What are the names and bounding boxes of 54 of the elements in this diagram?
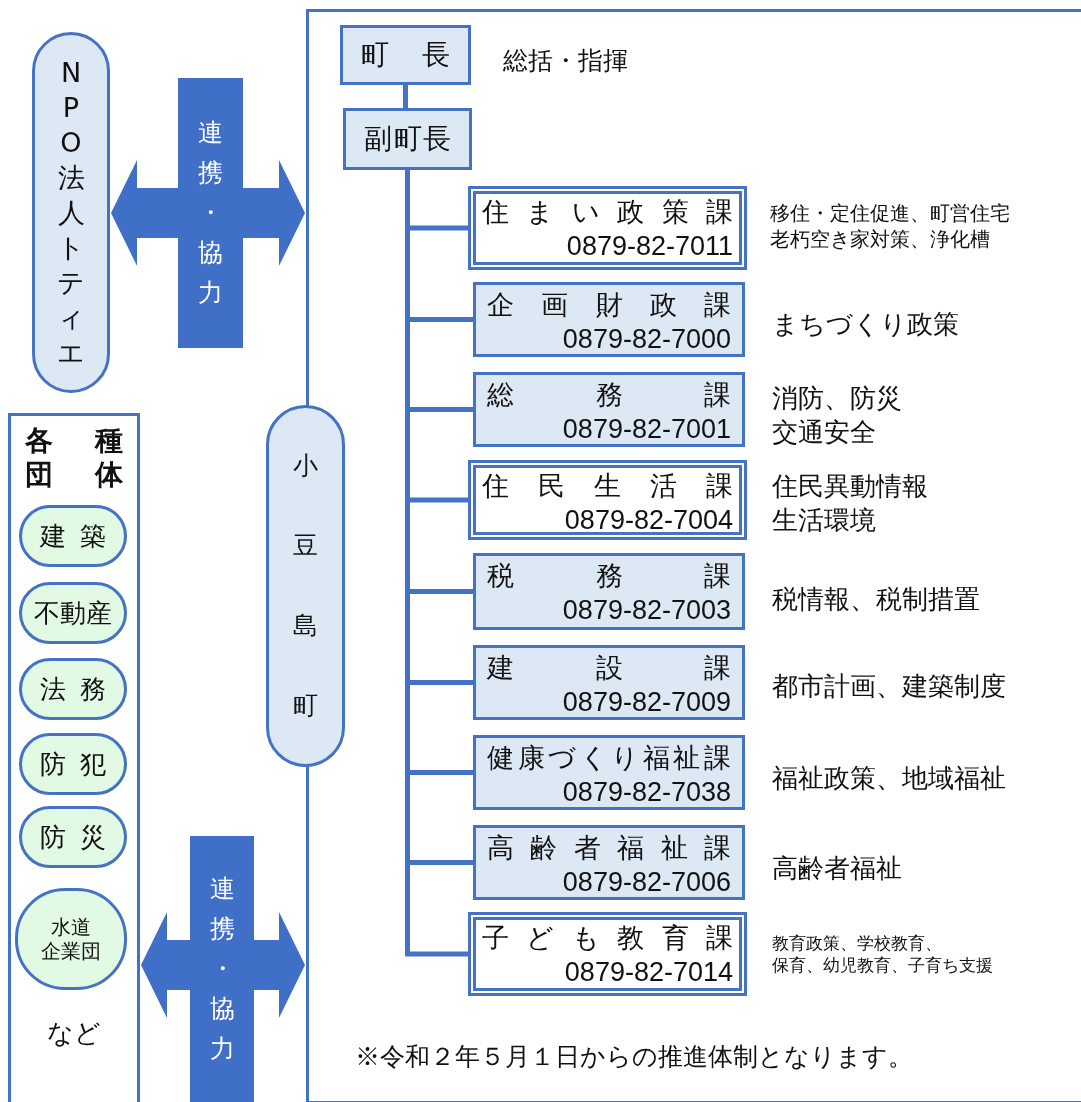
group-heading: 各種団体 — [25, 424, 123, 492]
rounded-box: 法務 — [19, 658, 127, 720]
rounded-box: 建築 — [19, 505, 127, 567]
rounded-box: NPO法人トティエ — [32, 32, 110, 393]
duty-text: 都市計画、建築制度 — [772, 670, 1006, 703]
phone-number: 0879-82-7006 — [561, 866, 731, 900]
phone-number: 0879-82-7003 — [561, 594, 731, 628]
section-name: 建設課 — [487, 651, 731, 685]
position-box: 町長 — [340, 25, 471, 85]
section-name: 住まい政策課 — [482, 195, 733, 229]
duty-text: 総括・指揮 — [503, 45, 628, 77]
phone-number: 0879-82-7001 — [561, 413, 731, 447]
section-box — [473, 553, 745, 630]
position-box: 副町長 — [343, 108, 472, 170]
duty-text: 住民異動情報生活環境 — [772, 470, 928, 537]
phone-number: 0879-82-7009 — [561, 686, 731, 720]
duty-text: 教育政策、学校教育、保育、幼児教育、子育ち支援 — [772, 932, 993, 977]
edge-label: 連携・協力 — [178, 78, 243, 348]
rounded-box: 小豆島町 — [266, 405, 345, 767]
duty-text: 消防、防災交通安全 — [772, 382, 902, 449]
section-name: 住民生活課 — [482, 469, 733, 503]
section-name: 税務課 — [487, 559, 731, 593]
edge-label: 連携・協力 — [190, 836, 254, 1102]
note-text: ※令和２年５月１日からの推進体制となります。 — [355, 1041, 913, 1073]
section-box — [468, 460, 747, 540]
section-box — [473, 825, 745, 900]
section-name: 健康づくり福祉課 — [487, 741, 731, 775]
section-name: 高齢者福祉課 — [487, 831, 731, 865]
note-text: など — [46, 1017, 102, 1050]
group-box — [8, 413, 140, 1102]
section-name: 企画財政課 — [487, 288, 731, 322]
section-box — [473, 282, 745, 357]
section-box — [473, 372, 745, 447]
section-box — [473, 645, 745, 720]
duty-text: 福祉政策、地域福祉 — [772, 762, 1006, 795]
rounded-box: 水道企業団 — [15, 888, 127, 990]
phone-number: 0879-82-7038 — [561, 776, 731, 810]
phone-number: 0879-82-7011 — [565, 230, 733, 264]
section-box — [468, 186, 747, 270]
phone-number: 0879-82-7000 — [561, 323, 731, 357]
duty-text: 高齢者福祉 — [772, 852, 902, 885]
duty-text: 税情報、税制措置 — [772, 583, 980, 616]
connector-line — [403, 85, 408, 108]
duty-text: 移住・定住促進、町営住宅老朽空き家対策、浄化槽 — [770, 200, 1010, 252]
rounded-box: 不動産 — [19, 582, 127, 644]
phone-number: 0879-82-7004 — [563, 504, 733, 538]
section-box — [468, 912, 747, 996]
rounded-box: 防犯 — [19, 733, 127, 795]
section-box — [473, 735, 745, 810]
section-name: 総務課 — [487, 378, 731, 412]
phone-number: 0879-82-7014 — [563, 956, 733, 990]
rounded-box: 防災 — [19, 806, 127, 868]
duty-text: まちづくり政策 — [772, 308, 959, 341]
section-name: 子ども教育課 — [482, 921, 733, 955]
